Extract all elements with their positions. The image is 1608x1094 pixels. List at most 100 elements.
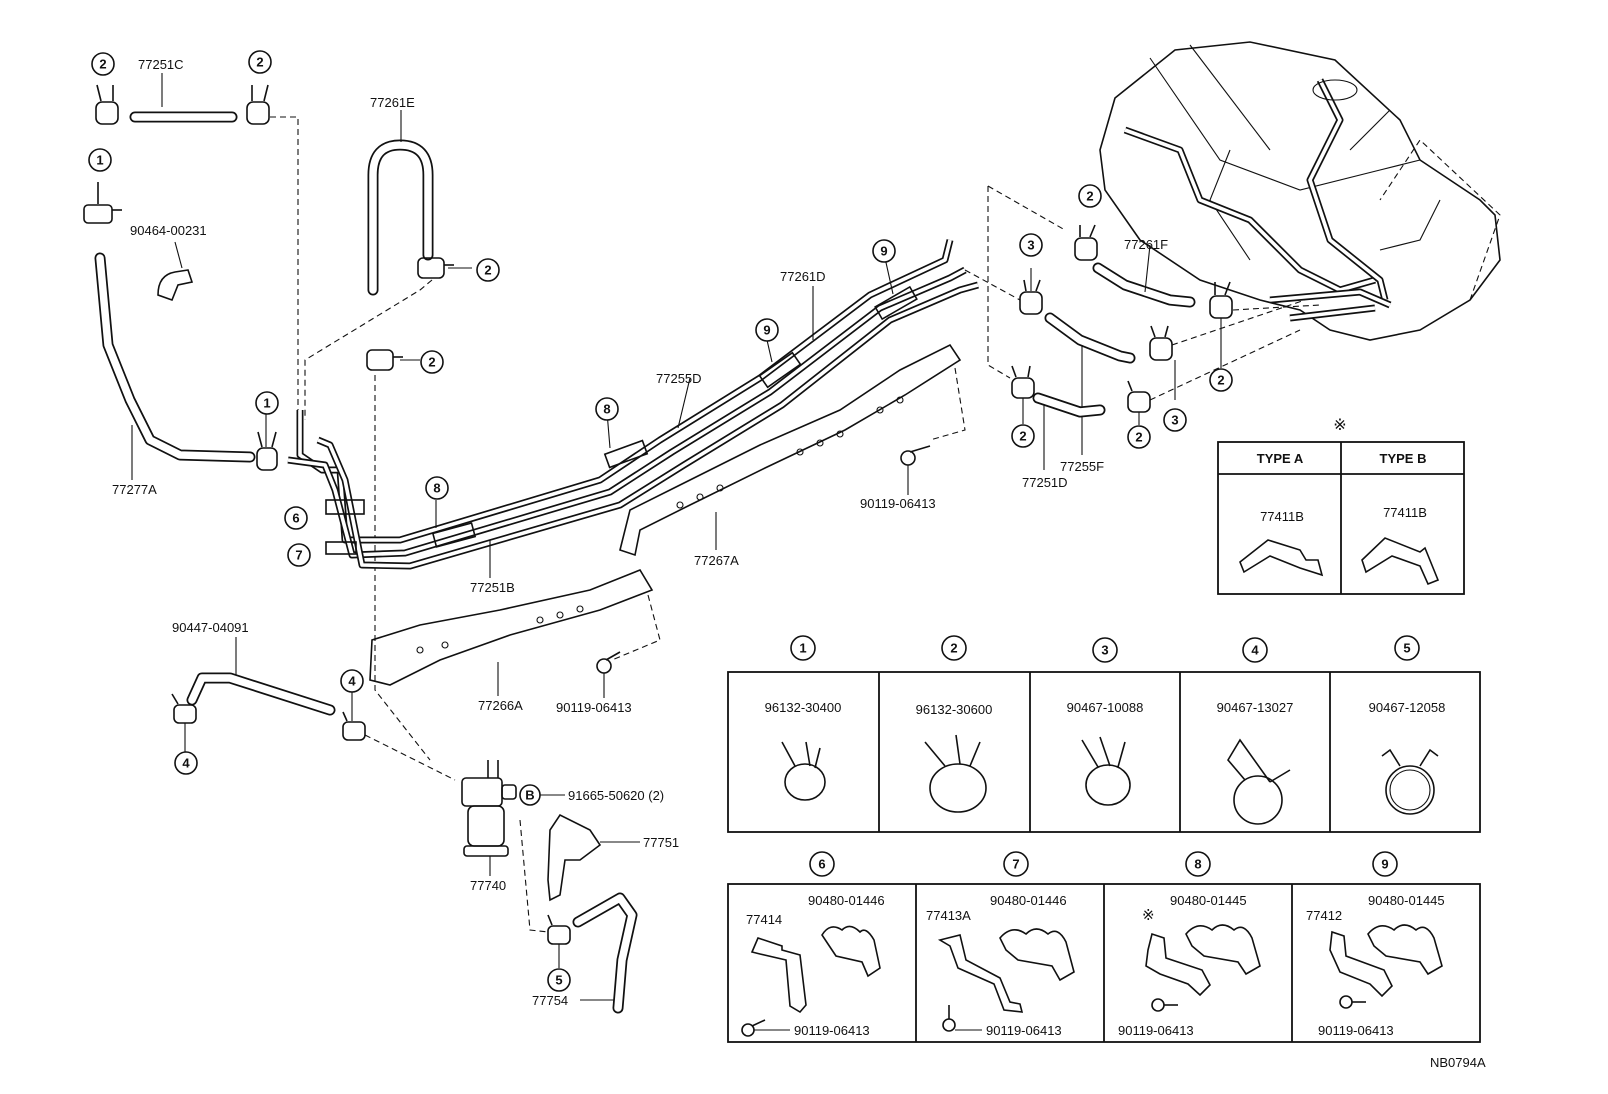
label-77751: 77751 [643, 835, 679, 850]
label-77255d: 77255D [656, 371, 702, 386]
clamp-part-3: 90467-10088 [1067, 700, 1144, 715]
svg-text:7: 7 [295, 548, 302, 563]
svg-text:9: 9 [763, 323, 770, 338]
clamp6-bolt: 90119-06413 [794, 1023, 870, 1038]
svg-text:2: 2 [1135, 430, 1142, 445]
clamp-num-6: 6 [818, 857, 825, 872]
clamp-icon-5 [1381, 748, 1439, 815]
bolt-90119-a [900, 445, 931, 466]
svg-text:2: 2 [484, 263, 491, 278]
hose-77277a [94, 252, 256, 463]
clamp-part-2: 96132-30600 [916, 702, 993, 717]
clamp-num-5: 5 [1403, 641, 1410, 656]
label-77251d: 77251D [1022, 475, 1068, 490]
clamp-icon-3 [1081, 736, 1131, 806]
type-table-mark: ※ [1333, 417, 1346, 434]
clamp7-part2: 77413A [926, 908, 971, 923]
pipe-bundle [287, 239, 979, 570]
clamp-icon-1 [781, 741, 826, 801]
svg-text:1: 1 [263, 396, 270, 411]
svg-text:2: 2 [1019, 429, 1026, 444]
label-90447: 90447-04091 [172, 620, 249, 635]
label-77261e: 77261E [370, 95, 415, 110]
clamp-icon-4 [1227, 738, 1291, 825]
clamp6-part1: 90480-01446 [808, 893, 885, 908]
svg-text:6: 6 [292, 511, 299, 526]
clamp-2a [95, 84, 119, 125]
label-90464: 90464-00231 [130, 223, 207, 238]
clamp-table-2: 6 7 8 9 90480-01446 77414 90119-06413 90… [727, 851, 1481, 1043]
clamp7-part1: 90480-01446 [990, 893, 1067, 908]
clamp-table-1: 1 2 3 4 5 96132-30400 96132-30600 90467-… [727, 635, 1481, 833]
clamp-part-5: 90467-12058 [1369, 700, 1446, 715]
label-77251c: 77251C [138, 57, 184, 72]
svg-text:4: 4 [348, 674, 356, 689]
clamp-2d [366, 349, 420, 371]
clamp-2h [1127, 380, 1151, 425]
clamp8-part2: ※ [1142, 907, 1155, 924]
svg-text:2: 2 [99, 57, 106, 72]
clamp-5 [547, 914, 571, 968]
clamp-num-2: 2 [950, 641, 957, 656]
label-77255f: 77255F [1060, 459, 1104, 474]
clamp-part-1: 96132-30400 [765, 700, 842, 715]
clamp8-part1: 90480-01445 [1170, 893, 1247, 908]
svg-text:3: 3 [1171, 413, 1178, 428]
type-table: ※ TYPE A TYPE B 77411B 77411B [1217, 417, 1465, 595]
figure-id: NB0794A [1430, 1055, 1486, 1070]
svg-text:8: 8 [433, 481, 440, 496]
clamp-4b [342, 690, 366, 741]
type-b-part: 77411B [1383, 505, 1427, 520]
bracket-77266a [369, 569, 654, 686]
clamp-2e [1074, 224, 1098, 261]
label-77261d: 77261D [780, 269, 826, 284]
type-a-header: TYPE A [1257, 451, 1304, 466]
clamp-num-4: 4 [1251, 643, 1259, 658]
svg-text:1: 1 [96, 153, 103, 168]
clamp-2f [1209, 281, 1233, 368]
label-91665: 91665-50620 (2) [568, 788, 664, 803]
clamp-num-1: 1 [799, 641, 806, 656]
clamp-4a [171, 693, 197, 752]
hose-77251d [1032, 392, 1106, 418]
clamp7-bolt: 90119-06413 [986, 1023, 1062, 1038]
label-77267a: 77267A [694, 553, 739, 568]
bolt-90119-b [596, 651, 621, 674]
hose-77261f [1092, 262, 1196, 308]
svg-text:2: 2 [428, 355, 435, 370]
pipe-90447 [186, 672, 336, 716]
hose-77255f [1044, 312, 1136, 364]
label-77277a: 77277A [112, 482, 157, 497]
vsv-77740 [461, 760, 517, 857]
label-77266a: 77266A [478, 698, 523, 713]
svg-text:4: 4 [182, 756, 190, 771]
fuel-tank [1099, 41, 1501, 341]
clamp-1a [83, 182, 122, 224]
svg-text:9: 9 [880, 244, 887, 259]
svg-text:2: 2 [1086, 189, 1093, 204]
clamp8-bolt: 90119-06413 [1118, 1023, 1194, 1038]
svg-text:3: 3 [1027, 238, 1034, 253]
type-b-header: TYPE B [1380, 451, 1427, 466]
hose-77261e [367, 139, 434, 296]
label-77261f: 77261F [1124, 237, 1168, 252]
clamp-2b [246, 84, 270, 125]
svg-text:2: 2 [256, 55, 263, 70]
label-90119-a: 90119-06413 [860, 496, 936, 511]
clamp-part-4: 90467-13027 [1217, 700, 1294, 715]
svg-text:5: 5 [555, 973, 562, 988]
callout-b-text: B [525, 788, 534, 803]
bracket-77751 [547, 813, 602, 902]
label-77740: 77740 [470, 878, 506, 893]
bracket-77267a [619, 343, 962, 557]
clamp6-part2: 77414 [746, 912, 782, 927]
label-77251b: 77251B [470, 580, 515, 595]
clamp-3b [1149, 325, 1173, 361]
clamp-num-3: 3 [1101, 643, 1108, 658]
clamp9-part2: 77412 [1306, 908, 1342, 923]
clamp-num-8: 8 [1194, 857, 1201, 872]
clamp-num-9: 9 [1381, 857, 1388, 872]
label-90119-b: 90119-06413 [556, 700, 632, 715]
callouts: 2 2 1 1 2 2 6 7 8 8 9 9 4 4 5 3 2 2 3 2 … [88, 50, 1233, 992]
